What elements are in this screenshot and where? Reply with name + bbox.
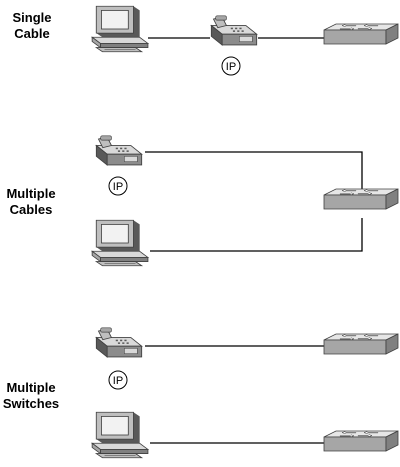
label-single-cable: Single Cable — [4, 10, 60, 42]
switch-icon — [323, 23, 399, 45]
pc-icon — [91, 219, 149, 267]
label-line: Cables — [9, 202, 53, 217]
ip-phone-icon — [95, 327, 143, 358]
label-line: Multiple — [6, 186, 56, 201]
ip-phone-icon — [210, 15, 258, 46]
switch-icon — [323, 430, 399, 452]
svg-text:IP: IP — [226, 61, 236, 73]
ip-phone-icon — [95, 135, 143, 166]
svg-text:IP: IP — [113, 181, 123, 193]
ip-badge: IP — [108, 370, 128, 390]
pc-icon — [91, 5, 149, 53]
label-line: Single — [12, 10, 52, 25]
ip-badge: IP — [221, 56, 241, 76]
label-line: Switches — [2, 396, 60, 411]
switch-icon — [323, 188, 399, 210]
ip-badge: IP — [108, 176, 128, 196]
pc-icon — [91, 411, 149, 459]
label-line: Cable — [14, 26, 50, 41]
label-line: Multiple — [6, 380, 56, 395]
switch-icon — [323, 333, 399, 355]
svg-text:IP: IP — [113, 375, 123, 387]
label-multiple-switches: Multiple Switches — [0, 380, 62, 412]
label-multiple-cables: Multiple Cables — [0, 186, 62, 218]
